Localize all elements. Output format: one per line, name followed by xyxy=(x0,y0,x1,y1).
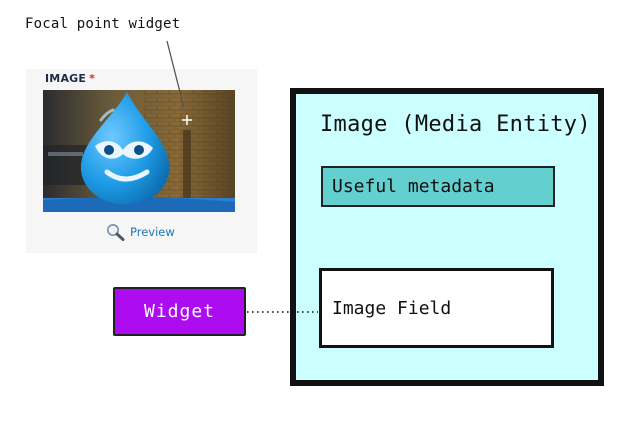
image-field-label: IMAGE* xyxy=(45,72,95,85)
image-field-box: Image Field xyxy=(319,268,554,348)
image-thumbnail[interactable] xyxy=(43,90,235,212)
callout-label: Focal point widget xyxy=(25,16,181,32)
crosshair-icon[interactable] xyxy=(182,115,192,125)
useful-metadata-box: Useful metadata xyxy=(321,166,555,207)
preview-label: Preview xyxy=(130,225,175,239)
preview-link[interactable]: Preview xyxy=(106,223,175,241)
widget-box: Widget xyxy=(113,287,246,336)
callout-pointer-line xyxy=(166,40,185,109)
required-marker: * xyxy=(89,72,96,85)
image-field-label-text: IMAGE xyxy=(45,72,87,85)
magnifier-icon xyxy=(107,224,125,241)
media-entity-title: Image (Media Entity) xyxy=(320,112,591,137)
